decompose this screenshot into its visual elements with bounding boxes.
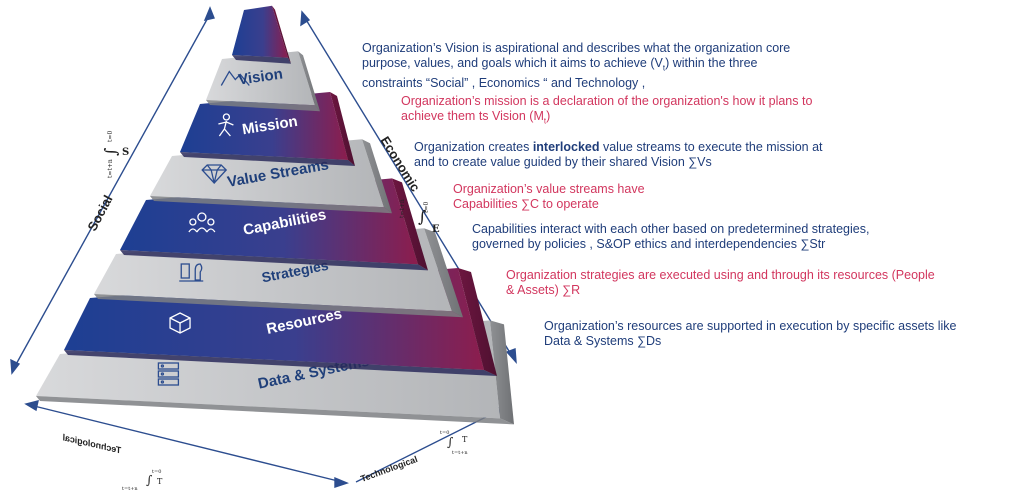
layer-side-face (272, 5, 291, 64)
mission-description: Organization’s mission is a declaration … (401, 94, 812, 129)
layer-bottom-edge (150, 196, 392, 214)
mountain-icon (220, 70, 250, 86)
vs-desc-line-1a: Organization creates (414, 140, 533, 154)
layer-side-face (458, 268, 497, 376)
mission-desc-subscript: t (543, 116, 547, 126)
tech-right-formula: t=0 ∫ t=t+n T (440, 430, 468, 456)
layer-bottom-edge (232, 55, 291, 64)
data-desc-line-2: Data & Systems ∑Ds (544, 334, 662, 348)
tech-right-integral-sign: ∫ (447, 435, 454, 449)
str-desc-line-1: Capabilities interact with each other ba… (472, 222, 870, 236)
mission-desc-line-1: Organization’s mission is a declaration … (401, 94, 813, 108)
data-systems-description: Organization’s resources are supported i… (544, 319, 956, 349)
res-desc-line-1: Organization strategies are executed usi… (506, 268, 935, 282)
diamond-icon (201, 164, 228, 184)
layer-bottom-edge (120, 250, 428, 271)
server-icon (157, 362, 180, 386)
tech-arrow-left (29, 404, 343, 483)
tech-left-formula-upper: t=0 (152, 469, 161, 475)
tech-left-integral-sign: ∫ (146, 473, 153, 487)
vs-desc-bold-word: interlocked (532, 140, 600, 154)
social-arrow (13, 13, 211, 369)
layer-front-face (232, 5, 288, 58)
vision-desc-line-2b: ) within the three (665, 56, 758, 70)
hiker-icon (218, 113, 234, 137)
layer-side-face (424, 228, 463, 318)
cap-desc-line-2: Capabilities ∑C to operate (453, 197, 599, 211)
economic-arrow-head-top (300, 10, 311, 27)
team-icon (188, 212, 216, 233)
tech-right-formula-var: T (462, 435, 468, 444)
vision-description: Organization’s Vision is aspirational an… (362, 41, 790, 91)
str-desc-line-2: governed by policies , S&OP ethics and i… (472, 237, 826, 251)
layer-side-face (392, 178, 428, 271)
layer-label: Vision (237, 66, 284, 89)
chess-icon (179, 263, 204, 282)
layer-apex (232, 5, 291, 64)
tech-arrow-left-head-right (334, 476, 349, 488)
economic-formula: t=t+n ∫ t=0 E (399, 199, 440, 235)
social-formula-lower: t=t+n (107, 159, 114, 178)
economic-arrow-head-bottom (505, 348, 517, 364)
layer-bottom-edge (36, 396, 514, 425)
tech-left-formula-var: T (157, 477, 163, 486)
strategies-description: Capabilities interact with each other ba… (472, 222, 869, 252)
mission-desc-line-2: achieve them ts Vision (M (401, 109, 544, 123)
pyramid-layers: Data & SystemsResourcesStrategiesCapabil… (36, 5, 514, 425)
layer-side-face (298, 51, 320, 112)
economic-formula-var: E (432, 224, 440, 235)
layer-side-face (490, 320, 514, 425)
res-desc-line-2: & Assets) ∑R (506, 283, 581, 297)
layer-side-face (330, 92, 355, 166)
social-arrow-head-bottom (10, 358, 21, 375)
mission-desc-line-2b: ) (546, 109, 551, 123)
tech-left-formula-lower: t=t+n (122, 486, 138, 492)
social-axis-label: Social (84, 193, 115, 234)
data-desc-line-1: Organization’s resources are supported i… (544, 319, 957, 333)
economic-formula-lower: t=t+n (399, 199, 406, 218)
vision-desc-line-2: purpose, values, and goals which it aims… (362, 56, 663, 70)
layer-side-face (362, 139, 392, 214)
technological-bottom-label: Technological (359, 454, 419, 484)
vision-desc-line-3: constraints “Social” , Economics “ and T… (362, 75, 646, 90)
vs-desc-line-2: and to create value guided by their shar… (414, 155, 712, 169)
social-integral-sign: ∫ (101, 148, 120, 156)
package-icon (169, 312, 191, 334)
value-streams-description: Organization creates interlocked value s… (414, 140, 823, 170)
social-formula-var: S (122, 147, 129, 158)
tech-left-formula: t=0 ∫ t=t+n T (122, 469, 163, 492)
vision-desc-subscript: t (662, 63, 666, 73)
layer-bottom-edge (180, 152, 355, 166)
tech-right-formula-upper: t=0 (440, 430, 449, 436)
tech-arrow-left-head (24, 400, 39, 412)
layer-bottom-edge (94, 294, 463, 318)
economic-integral-sign: ∫ (418, 207, 426, 226)
vs-desc-line-1c: value streams to execute the mission at (599, 140, 823, 154)
tech-right-formula-lower: t=t+n (452, 450, 468, 456)
layer-bottom-edge (64, 350, 497, 376)
layer-vision: Vision (206, 51, 320, 112)
resources-description: Organization strategies are executed usi… (506, 268, 935, 298)
layer-front-face (206, 51, 315, 106)
social-formula: t=t+n ∫ t=0 (101, 131, 120, 178)
cap-desc-line-1: Organization’s value streams have (453, 182, 645, 196)
layer-bottom-edge (206, 100, 320, 112)
social-formula-upper: t=0 (107, 131, 114, 142)
technological-left-label: Technological (61, 432, 122, 455)
capabilities-description: Organization’s value streams have Capabi… (453, 182, 645, 212)
economic-formula-upper: t=0 (423, 202, 430, 213)
social-arrow-head-top (203, 6, 215, 21)
vision-desc-line-1: Organization’s Vision is aspirational an… (362, 41, 791, 55)
